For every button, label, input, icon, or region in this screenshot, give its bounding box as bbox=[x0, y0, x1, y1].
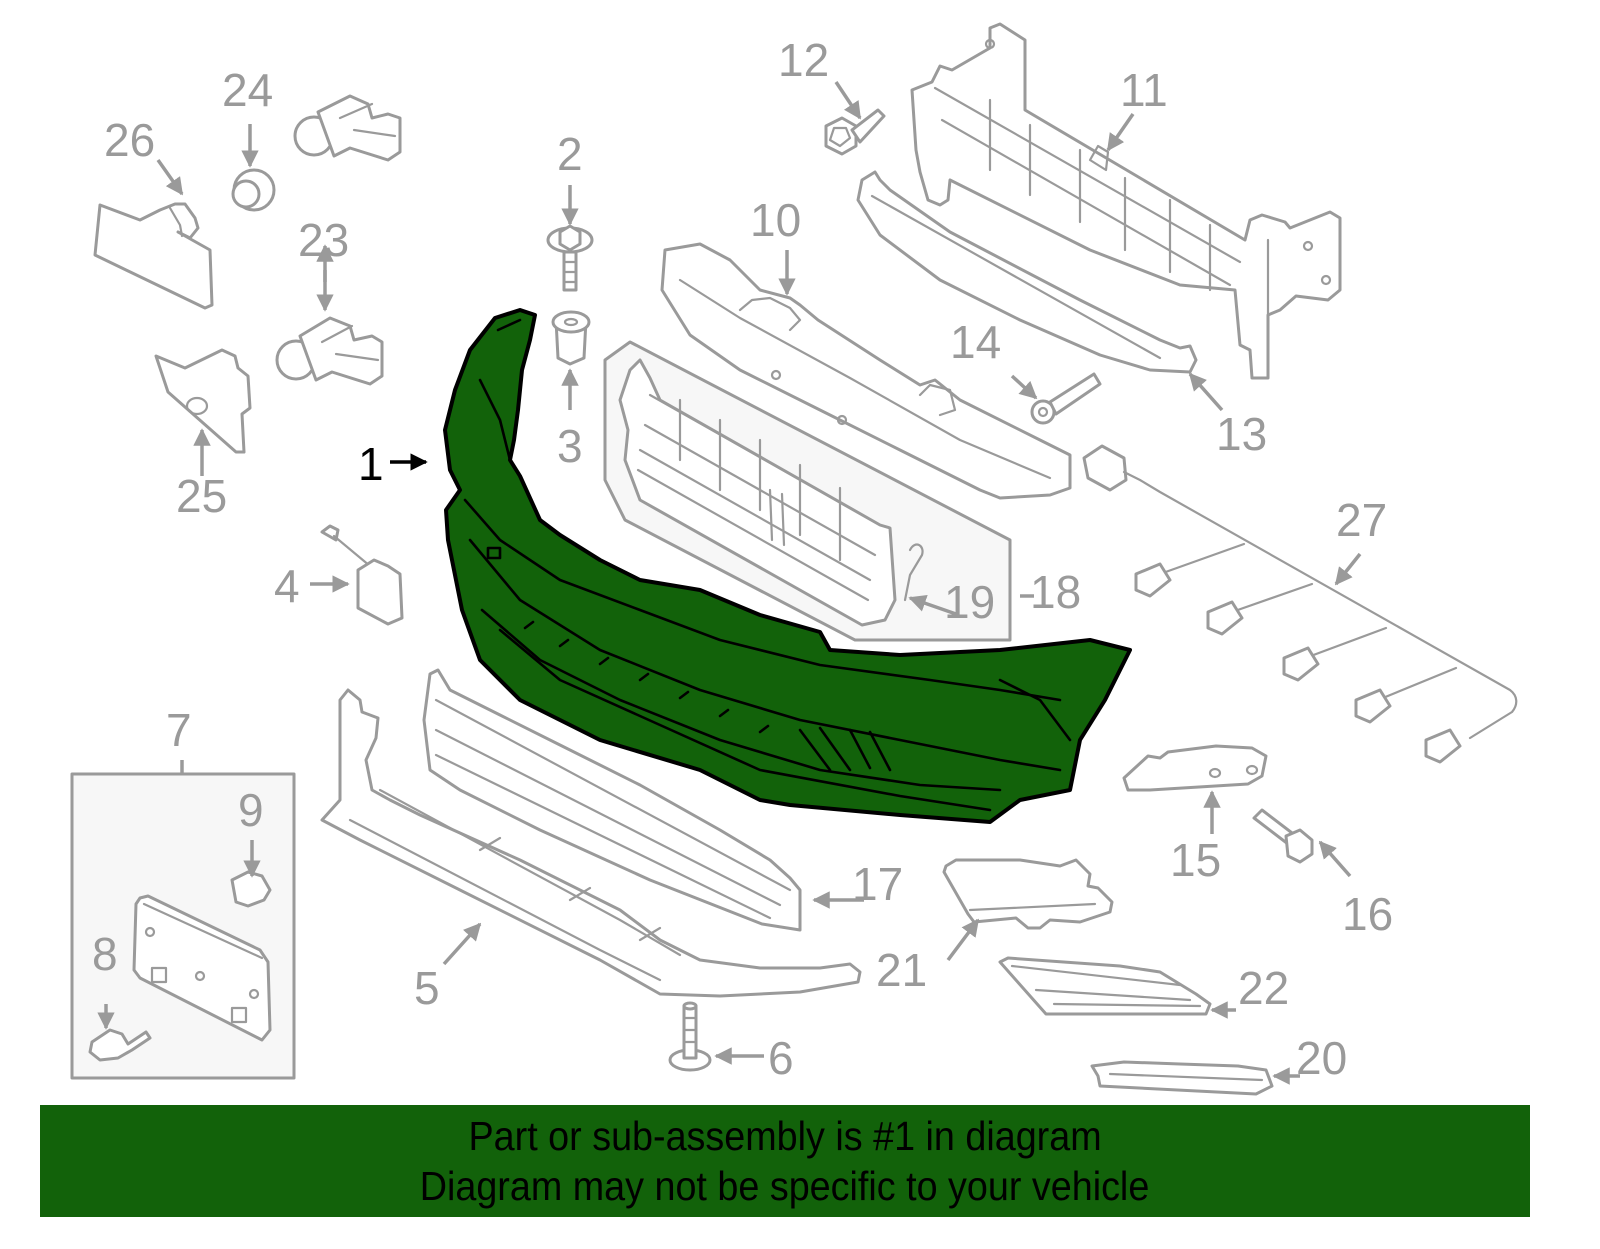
banner-line-disclaimer: Diagram may not be specific to your vehi… bbox=[420, 1163, 1150, 1209]
part-3-clip-nut[interactable] bbox=[551, 310, 591, 366]
callout-27[interactable]: 27 bbox=[1336, 494, 1387, 546]
part-26-sensor-bracket[interactable] bbox=[93, 202, 214, 310]
callout-23[interactable]: 23 bbox=[298, 214, 349, 266]
callout-3[interactable]: 3 bbox=[557, 420, 583, 472]
callout-15[interactable]: 15 bbox=[1170, 834, 1221, 886]
part-1-bumper-cover[interactable] bbox=[443, 308, 1132, 824]
part-10-upper-bracket[interactable] bbox=[660, 242, 1072, 500]
part-15-bracket[interactable] bbox=[1122, 744, 1268, 792]
callout-18[interactable]: 18 bbox=[1030, 566, 1081, 618]
part-18-grille-assembly[interactable] bbox=[603, 340, 1012, 642]
callout-13[interactable]: 13 bbox=[1216, 408, 1267, 460]
part-21-cover[interactable] bbox=[942, 858, 1114, 930]
part-27-wiring-harness[interactable] bbox=[1082, 444, 1518, 764]
part-14-bolt[interactable] bbox=[1030, 372, 1102, 425]
callout-26[interactable]: 26 bbox=[104, 114, 155, 166]
callout-9[interactable]: 9 bbox=[238, 784, 264, 836]
part-20-trim-strip[interactable] bbox=[1090, 1060, 1274, 1096]
banner-line-part-info: Part or sub-assembly is #1 in diagram bbox=[468, 1113, 1102, 1159]
callout-8[interactable]: 8 bbox=[92, 928, 118, 980]
callout-6[interactable]: 6 bbox=[768, 1032, 794, 1084]
callout-17[interactable]: 17 bbox=[852, 858, 903, 910]
part-17-lower-grille[interactable] bbox=[422, 668, 802, 932]
callout-4[interactable]: 4 bbox=[274, 560, 300, 612]
callout-20[interactable]: 20 bbox=[1296, 1032, 1347, 1084]
part-4-sensor[interactable] bbox=[320, 524, 404, 626]
part-5-lower-spoiler[interactable] bbox=[320, 688, 862, 998]
callout-12[interactable]: 12 bbox=[778, 34, 829, 86]
part-12-bolt[interactable] bbox=[824, 108, 886, 156]
callout-16[interactable]: 16 bbox=[1342, 888, 1393, 940]
callout-10[interactable]: 10 bbox=[750, 194, 801, 246]
part-23-parking-sensor-upper[interactable] bbox=[293, 94, 402, 162]
callout-1[interactable]: 1 bbox=[358, 438, 384, 490]
callout-14[interactable]: 14 bbox=[950, 316, 1001, 368]
callout-19[interactable]: 19 bbox=[944, 576, 995, 628]
callout-7[interactable]: 7 bbox=[166, 704, 192, 756]
part-7-license-bracket-kit[interactable] bbox=[70, 760, 296, 1080]
part-11-reinforcement-beam[interactable] bbox=[910, 22, 1342, 380]
leader-lines bbox=[97, 81, 1362, 1085]
callout-2[interactable]: 2 bbox=[557, 128, 583, 180]
part-24-grommet[interactable] bbox=[231, 168, 276, 212]
part-25-sensor-holder[interactable] bbox=[154, 348, 252, 454]
callout-11[interactable]: 11 bbox=[1120, 64, 1168, 116]
info-banner: Part or sub-assembly is #1 in diagram Di… bbox=[40, 1105, 1530, 1217]
part-22-fog-grille[interactable] bbox=[998, 956, 1212, 1016]
callout-25[interactable]: 25 bbox=[176, 470, 227, 522]
callout-22[interactable]: 22 bbox=[1238, 962, 1289, 1014]
callout-24[interactable]: 24 bbox=[222, 64, 273, 116]
part-6-bolt[interactable] bbox=[668, 1001, 712, 1072]
part-2-bolt[interactable] bbox=[546, 224, 594, 292]
callout-21[interactable]: 21 bbox=[876, 944, 927, 996]
callout-5[interactable]: 5 bbox=[414, 962, 440, 1014]
part-23-parking-sensor-lower[interactable] bbox=[275, 316, 384, 386]
part-13-absorber-strip[interactable] bbox=[856, 170, 1198, 374]
callout-labels: 1 2 3 4 5 6 7 8 9 10 11 12 13 14 15 16 1… bbox=[92, 34, 1393, 1084]
part-16-bolt[interactable] bbox=[1252, 808, 1314, 864]
